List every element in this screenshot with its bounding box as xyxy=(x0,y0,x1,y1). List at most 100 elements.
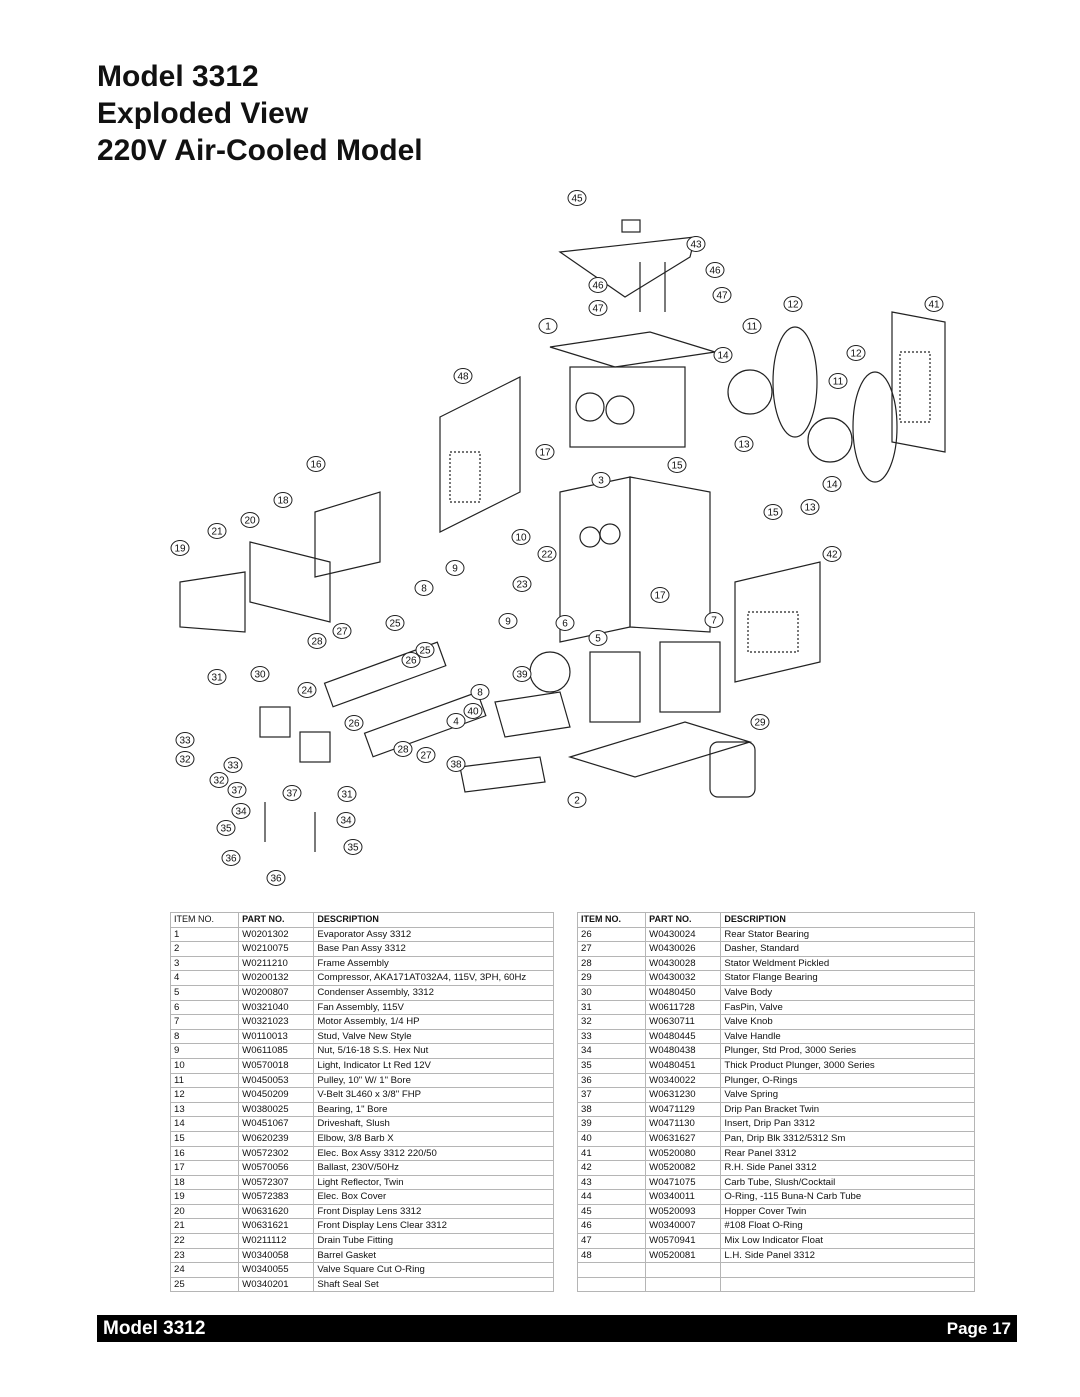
cell-part-no: W0631230 xyxy=(645,1087,722,1103)
callout-label: 17 xyxy=(539,448,551,459)
callout-label: 9 xyxy=(452,564,458,575)
compressor-shape xyxy=(709,741,756,798)
callout-10: 10 xyxy=(511,529,531,545)
cell-part-no: W0450053 xyxy=(238,1072,315,1089)
callout-label: 10 xyxy=(515,533,527,544)
callout-47: 47 xyxy=(712,287,732,303)
cell-item-no: 37 xyxy=(576,1087,647,1103)
callout-26: 26 xyxy=(401,652,421,668)
cell-part-no: W0321023 xyxy=(238,1014,315,1030)
cell-part-no: W0210075 xyxy=(238,941,315,957)
callout-17: 17 xyxy=(650,587,670,603)
callout-24: 24 xyxy=(297,682,317,698)
cell-item-no: 30 xyxy=(576,984,647,1001)
cell-description: Front Display Lens 3312 xyxy=(313,1203,554,1220)
callout-label: 20 xyxy=(244,516,256,527)
table-row xyxy=(576,1276,975,1293)
cell-description: Elec. Box Assy 3312 220/50 xyxy=(313,1145,554,1162)
callout-37: 37 xyxy=(282,785,302,801)
lh-side-panel-shape xyxy=(439,376,521,533)
callout-label: 15 xyxy=(671,461,683,472)
callout-label: 40 xyxy=(467,707,479,718)
cell-item-no: 9 xyxy=(169,1043,240,1059)
callout-8: 8 xyxy=(414,580,434,596)
cell-description: Ballast, 230V/50Hz xyxy=(313,1160,554,1176)
callout-label: 19 xyxy=(174,544,186,555)
cell-item-no: 19 xyxy=(169,1189,240,1205)
cell-description: Carb Tube, Slush/Cocktail xyxy=(720,1174,975,1191)
callout-label: 23 xyxy=(516,580,528,591)
callout-label: 26 xyxy=(348,719,360,730)
cell-description: Barrel Gasket xyxy=(313,1247,554,1264)
cell-description: Fan Assembly, 115V xyxy=(313,999,554,1016)
cell-description: Valve Handle xyxy=(720,1028,975,1045)
col-description: DESCRIPTION xyxy=(313,912,554,928)
callout-label: 36 xyxy=(225,854,237,865)
callout-36: 36 xyxy=(266,870,286,886)
cell-part-no: W0471130 xyxy=(645,1116,722,1132)
cell-part-no: W0520093 xyxy=(645,1203,722,1220)
callout-23: 23 xyxy=(512,576,532,592)
callout-18: 18 xyxy=(273,492,293,508)
callout-label: 18 xyxy=(277,496,289,507)
cell-description: Elbow, 3/8 Barb X xyxy=(313,1130,554,1147)
callout-label: 34 xyxy=(235,807,247,818)
col-item-no: ITEM NO. xyxy=(169,912,240,928)
cell-item-no: 7 xyxy=(169,1014,240,1030)
cell-part-no: W0200807 xyxy=(238,984,315,1001)
cell-description: Mix Low Indicator Float xyxy=(720,1233,975,1249)
callout-label: 45 xyxy=(571,194,583,205)
cell-item-no: 40 xyxy=(576,1130,647,1147)
callout-label: 2 xyxy=(574,796,580,807)
cell-item-no: 34 xyxy=(576,1043,647,1059)
cell-item-no: 8 xyxy=(169,1028,240,1045)
callout-13: 13 xyxy=(800,499,820,515)
callout-label: 39 xyxy=(516,670,528,681)
cell-description: Drip Pan Bracket Twin xyxy=(720,1101,975,1118)
callout-12: 12 xyxy=(846,345,866,361)
callout-label: 33 xyxy=(179,736,191,747)
cell-item-no: 18 xyxy=(169,1174,240,1191)
cell-part-no: W0430024 xyxy=(645,926,722,943)
callout-label: 7 xyxy=(711,616,717,627)
callout-33: 33 xyxy=(175,732,195,748)
callout-2: 2 xyxy=(567,792,587,808)
cell-item-no: 36 xyxy=(576,1072,647,1089)
cell-item-no: 27 xyxy=(576,941,647,957)
cell-part-no: W0620239 xyxy=(238,1130,315,1147)
cell-item-no: 29 xyxy=(576,970,647,986)
cell-part-no xyxy=(645,1262,722,1278)
callout-11: 11 xyxy=(742,318,762,334)
cell-part-no: W0520082 xyxy=(645,1160,722,1176)
cell-part-no: W0631620 xyxy=(238,1203,315,1220)
callout-34: 34 xyxy=(336,812,356,828)
callout-label: 42 xyxy=(826,550,838,561)
callout-30: 30 xyxy=(250,666,270,682)
callout-label: 6 xyxy=(562,619,568,630)
cell-part-no: W0471129 xyxy=(645,1101,722,1118)
cell-description: Front Display Lens Clear 3312 xyxy=(313,1218,554,1235)
cell-description: Light, Indicator Lt Red 12V xyxy=(313,1057,554,1074)
cell-item-no: 23 xyxy=(169,1247,240,1264)
callout-label: 17 xyxy=(654,591,666,602)
cell-item-no: 38 xyxy=(576,1101,647,1118)
callout-label: 13 xyxy=(738,440,750,451)
callout-label: 47 xyxy=(716,291,728,302)
cell-item-no: 48 xyxy=(576,1247,647,1264)
cell-part-no: W0340201 xyxy=(238,1276,315,1293)
